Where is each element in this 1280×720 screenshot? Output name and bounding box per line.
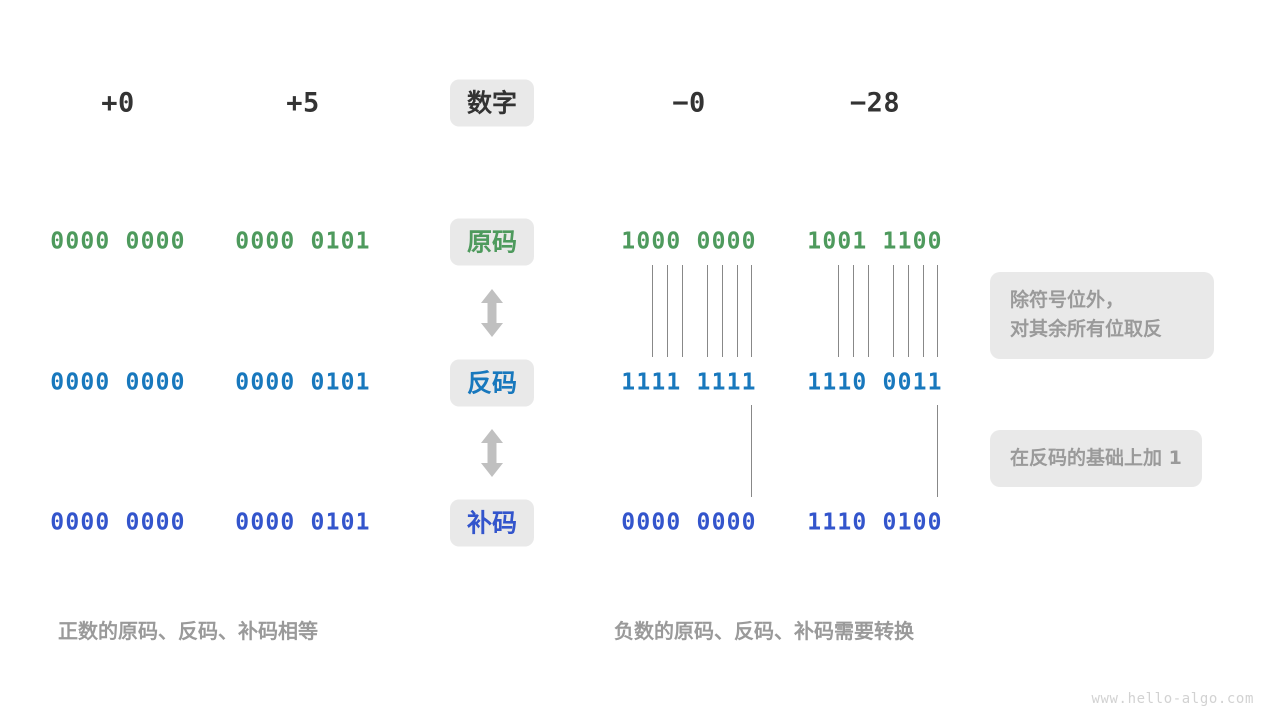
header-chip-number: 数字 [449,79,535,127]
connector-addone-neg0-bit8 [751,405,752,497]
annotation-add-one: 在反码的基础上加 1 [990,430,1202,488]
twos-complement-neg28: 1110 0100 [807,509,943,536]
sign-magnitude-neg0: 1000 0000 [621,228,757,255]
ones-complement-pos0: 0000 0000 [50,369,186,396]
annotation-invert-bits: 除符号位外， 对其余所有位取反 [990,272,1214,359]
connector-neg28-bit5 [893,265,894,357]
connector-neg0-bit5 [707,265,708,357]
sign-magnitude-pos0: 0000 0000 [50,228,186,255]
watermark: www.hello-algo.com [1091,691,1254,707]
caption-negative: 负数的原码、反码、补码需要转换 [614,619,914,643]
connector-neg28-bit7 [923,265,924,357]
connector-neg0-bit2 [652,265,653,357]
sign-magnitude-pos5: 0000 0101 [235,228,371,255]
header-value-neg28: −28 [849,87,901,119]
sign-magnitude-neg28: 1001 1100 [807,228,943,255]
twos-complement-pos0: 0000 0000 [50,509,186,536]
connector-neg0-bit3 [667,265,668,357]
twos-complement-neg0: 0000 0000 [621,509,757,536]
connector-addone-neg28-bit8 [937,405,938,497]
header-value-neg0: −0 [672,87,706,119]
ones-complement-neg0: 1111 1111 [621,369,757,396]
connector-neg28-bit3 [853,265,854,357]
ones-complement-neg28: 1110 0011 [807,369,943,396]
row-chip-sign-magnitude: 原码 [449,218,535,266]
row-chip-twos-complement: 补码 [449,499,535,547]
connector-neg28-bit8 [937,265,938,357]
connector-neg0-bit6 [722,265,723,357]
ones-complement-pos5: 0000 0101 [235,369,371,396]
double-arrow-vertical-icon-1 [477,287,507,339]
connector-neg0-bit7 [737,265,738,357]
connector-neg28-bit4 [868,265,869,357]
connector-neg28-bit2 [838,265,839,357]
twos-complement-pos5: 0000 0101 [235,509,371,536]
connector-neg0-bit8 [751,265,752,357]
double-arrow-vertical-icon-2 [477,427,507,479]
header-value-pos5: +5 [286,87,320,119]
row-chip-ones-complement: 反码 [449,359,535,407]
connector-neg0-bit4 [682,265,683,357]
caption-positive: 正数的原码、反码、补码相等 [58,619,318,643]
header-value-pos0: +0 [101,87,135,119]
connector-neg28-bit6 [908,265,909,357]
